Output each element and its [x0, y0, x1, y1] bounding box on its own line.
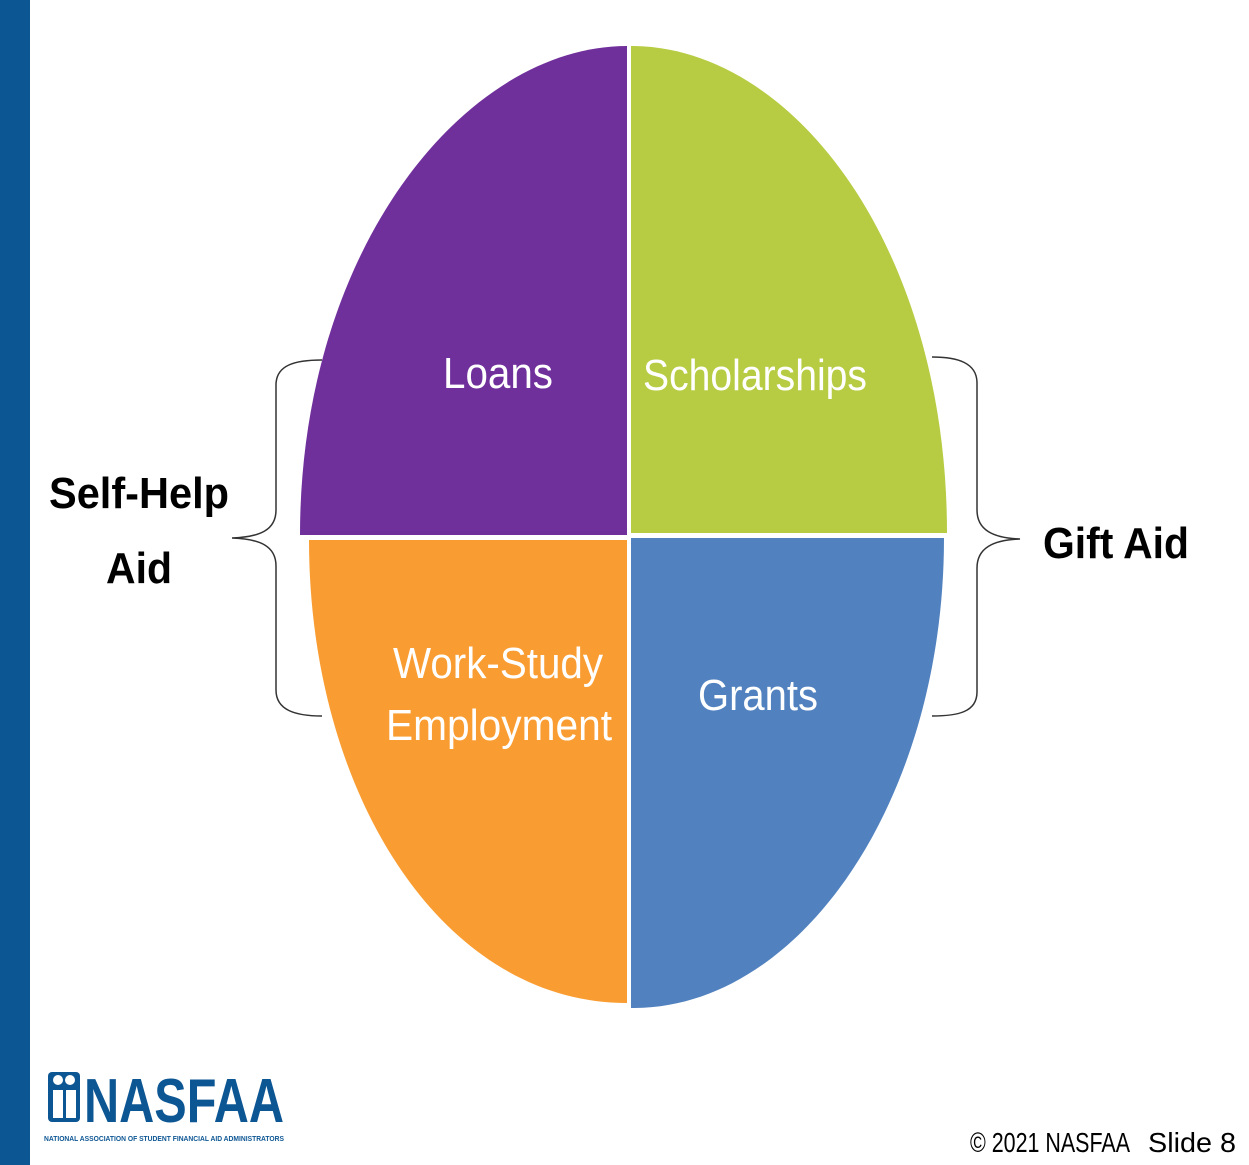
work-study-label-line1: Work-Study	[393, 639, 603, 688]
nasfaa-logo: NASFAA NATIONAL ASSOCIATION OF STUDENT F…	[44, 1067, 284, 1143]
footer-copyright: © 2021 NASFAA	[970, 1127, 1130, 1158]
quadrant-scholarships	[631, 46, 947, 533]
work-study-label-line2: Employment	[386, 701, 612, 750]
gift-aid-label: Gift Aid	[1043, 519, 1189, 568]
self-help-aid-label-line2: Aid	[106, 544, 172, 593]
grants-label: Grants	[698, 671, 818, 720]
logo-tagline: NATIONAL ASSOCIATION OF STUDENT FINANCIA…	[44, 1136, 284, 1143]
right-bracket	[931, 356, 1021, 717]
self-help-aid-label-line1: Self-Help	[49, 469, 229, 518]
quadrant-grants	[631, 538, 944, 1009]
scholarships-label: Scholarships	[643, 351, 867, 400]
people-icon	[48, 1072, 80, 1122]
quadrant-work-study	[309, 540, 627, 1003]
logo-name: NASFAA	[84, 1067, 284, 1136]
quadrant-loans	[300, 46, 627, 535]
footer-slide-number: Slide 8	[1148, 1127, 1236, 1158]
left-bracket	[231, 359, 323, 717]
loans-label: Loans	[443, 349, 553, 398]
